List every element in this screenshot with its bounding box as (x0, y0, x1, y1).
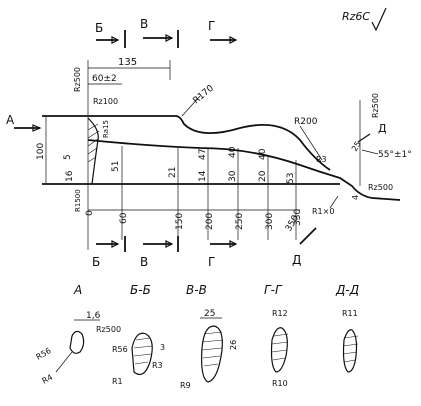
section-mark-g-top: Г (208, 19, 215, 33)
station-60: 60 (119, 212, 129, 224)
section-vv-hatching (201, 331, 224, 367)
section-gg-r10: R10 (272, 379, 288, 388)
dim-60: 60±2 (92, 74, 117, 84)
dim-4: 4 (351, 195, 360, 200)
angle-55: 55°±1° (378, 150, 412, 160)
roughness-rz100: Rz100 (93, 97, 118, 106)
dim-21: 21 (168, 167, 178, 178)
dim-14: 14 (198, 170, 208, 182)
blade-outline-mid (87, 139, 401, 201)
detail-a-leader (55, 351, 73, 373)
dim-30: 30 (228, 170, 238, 182)
leader-r200 (299, 125, 323, 161)
dim-40b: 40 (258, 148, 268, 160)
root-hatching (87, 123, 100, 163)
section-mark-v-bottom: В (140, 255, 148, 269)
dim-135: 135 (118, 57, 137, 68)
arrowhead-b-top (111, 36, 120, 44)
roughness-rz500-left: Rz500 (73, 67, 82, 92)
arrowhead-v-top (165, 34, 174, 42)
section-title-a: А (73, 283, 82, 297)
view-mark-a: А (6, 113, 15, 127)
section-arrow-d-top (357, 133, 371, 143)
section-vv-profile (201, 325, 223, 383)
section-vv-25: 25 (204, 309, 215, 319)
section-bb-3: 3 (160, 343, 165, 352)
detail-a-1-6: 1,6 (86, 311, 101, 321)
section-mark-v-top: В (140, 17, 148, 31)
leader-r170 (181, 95, 201, 117)
dim-47: 47 (198, 149, 208, 160)
station-lines (121, 146, 297, 240)
section-mark-g-bottom: Г (208, 255, 215, 269)
arrowhead-a (32, 124, 42, 132)
dim-16: 16 (65, 170, 75, 182)
section-gg-hatching (271, 333, 289, 361)
section-mark-d-top: Д (378, 122, 387, 135)
station-150: 150 (175, 213, 185, 230)
roughness-ra15: Ra15 (102, 120, 110, 138)
leader-r1 (329, 195, 339, 209)
station-300: 300 (265, 213, 275, 230)
dim-51: 51 (111, 161, 121, 172)
section-mark-b-top: Б (95, 21, 103, 35)
dim-25: 25 (350, 140, 363, 153)
section-vv-26: 26 (229, 340, 238, 350)
section-arrow-d-bottom (299, 227, 317, 245)
station-330: 330 (293, 209, 303, 226)
detail-a-r56: R56 (35, 346, 53, 362)
section-vv-r9: R9 (180, 381, 191, 390)
blade-outline-top (42, 115, 331, 171)
radius-r3: R3 (316, 155, 327, 164)
station-0: 0 (85, 210, 95, 216)
radius-r200: R200 (294, 117, 318, 127)
section-bb-profile (131, 332, 153, 375)
detail-a-r4: R4 (41, 373, 55, 386)
section-bb-hatching (133, 337, 153, 365)
roughness-rz500-end: Rz500 (368, 183, 393, 192)
roughness-rz500-right: Rz500 (371, 93, 380, 118)
dim-20: 20 (258, 170, 268, 182)
root-profile (87, 117, 99, 185)
roughness-r1500: R1500 (74, 189, 82, 212)
section-title-vv: В-В (186, 283, 207, 297)
station-250: 250 (235, 213, 245, 230)
section-mark-d-bottom: Д (292, 253, 301, 267)
arrowhead-v-bottom (165, 240, 174, 248)
detail-a-profile (69, 330, 85, 354)
section-mark-b-bottom: Б (92, 255, 100, 269)
section-bb-r56: R56 (112, 345, 128, 354)
detail-a-rz500: Rz500 (96, 325, 121, 334)
arrowhead-b-bottom (111, 240, 120, 248)
arrowhead-g-top (229, 36, 238, 44)
section-title-bb: Б-Б (130, 283, 151, 297)
dim-40a: 40 (228, 146, 238, 158)
section-gg-profile (270, 327, 288, 373)
section-dd-profile (342, 329, 358, 373)
radius-r1: R1×0 (312, 207, 334, 216)
section-title-dd: Д-Д (335, 283, 359, 297)
station-200: 200 (205, 213, 215, 230)
surface-finish-general: Rz6C (342, 10, 370, 23)
section-dd-hatching (342, 335, 359, 363)
arrowhead-g-bottom (229, 240, 238, 248)
section-dd-r11: R11 (342, 309, 358, 318)
dim-53: 53 (286, 173, 296, 184)
section-gg-r12: R12 (272, 309, 288, 318)
section-bb-r3: R3 (152, 361, 163, 370)
section-bb-r1: R1 (112, 377, 123, 386)
leader-angle (361, 149, 379, 155)
section-title-gg: Г-Г (264, 283, 283, 297)
dim-5: 5 (63, 154, 73, 160)
roughness-check-icon (371, 7, 387, 32)
dim-100: 100 (36, 143, 46, 160)
radius-r170: R170 (192, 83, 217, 106)
